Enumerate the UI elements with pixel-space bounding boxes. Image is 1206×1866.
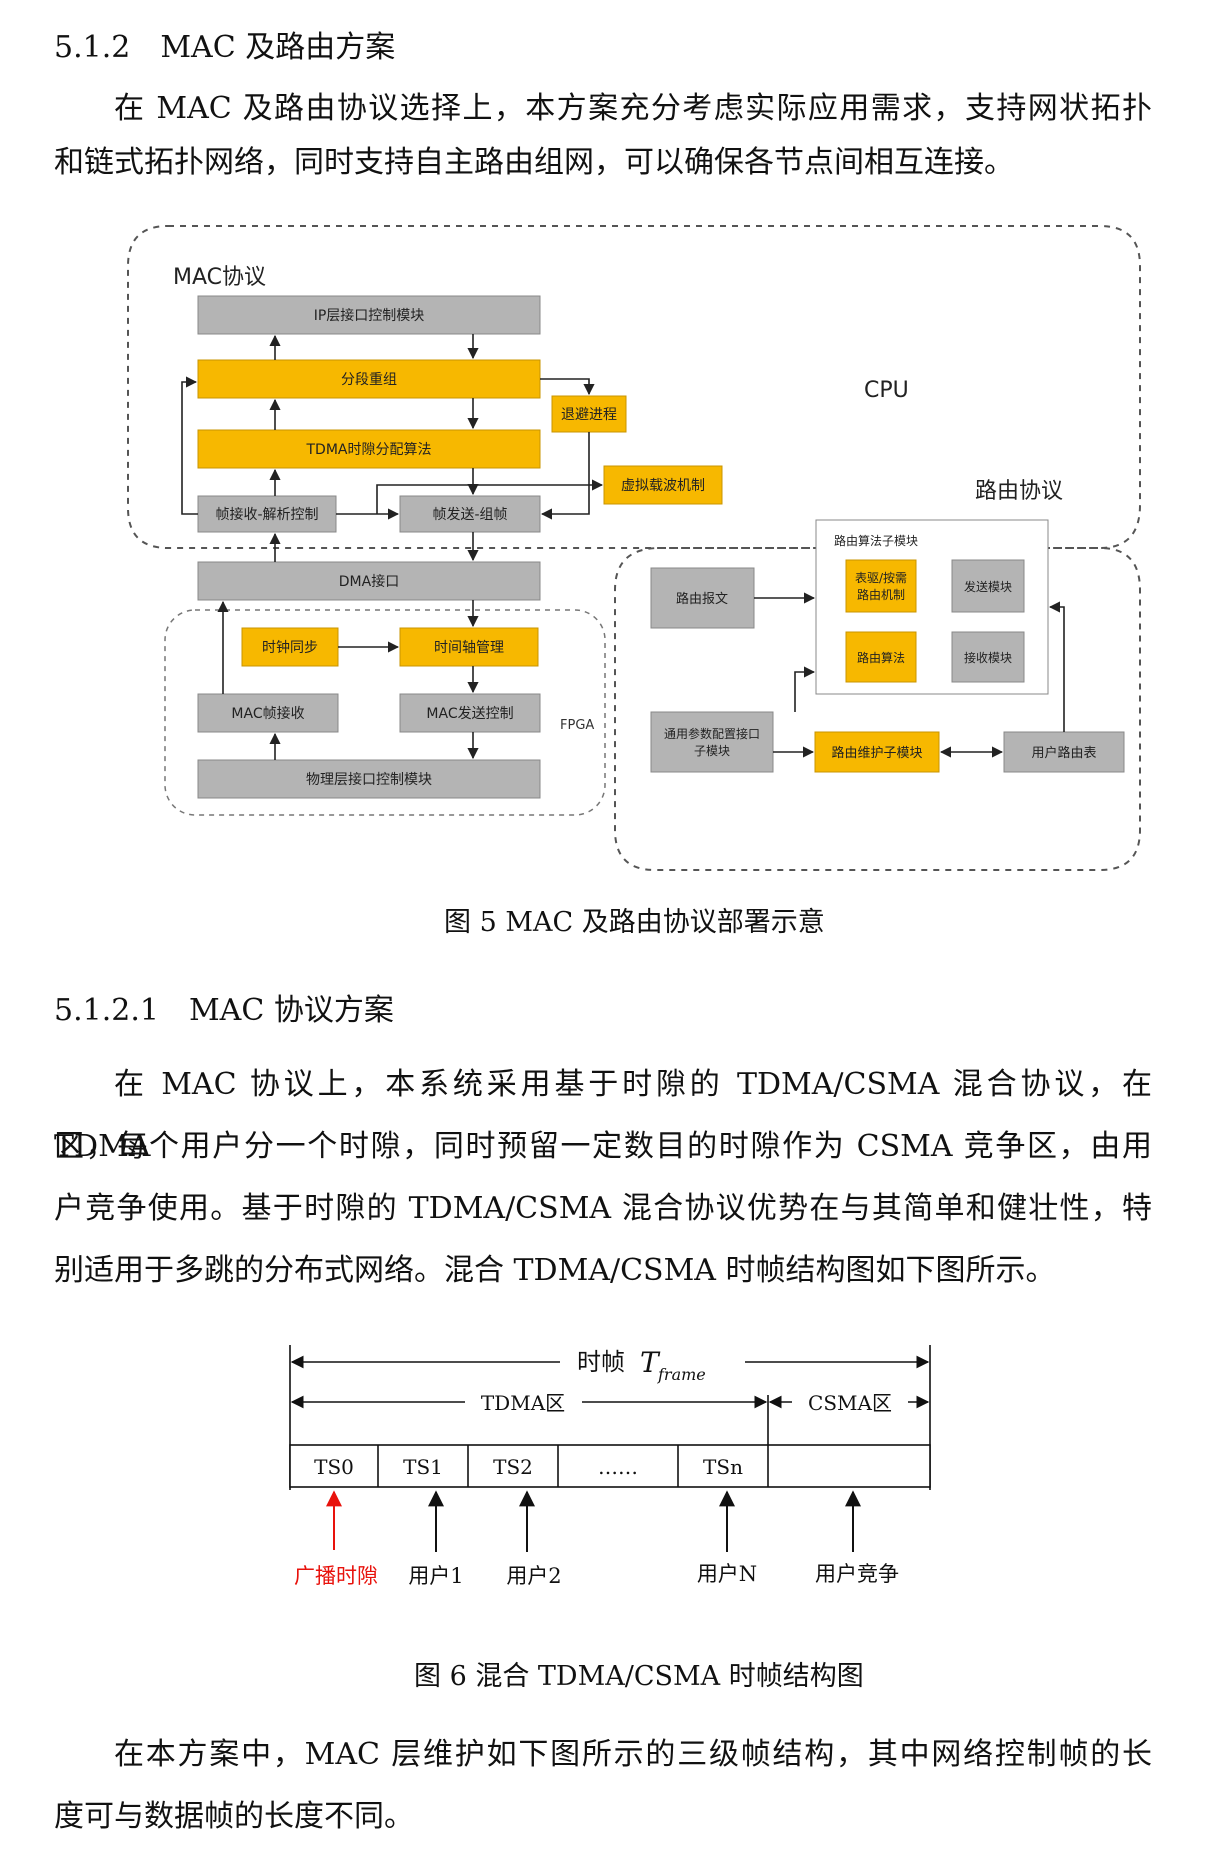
figure-6-diagram: 时帧 T frame TDMA区 CSMA区 TS0 TS1 TS2 …… TS… [289, 1345, 931, 1588]
svg-text:表驱/按需: 表驱/按需 [855, 571, 907, 585]
svg-text:路由算法子模块: 路由算法子模块 [834, 533, 918, 548]
clock-sync-box: 时钟同步 [241, 627, 339, 667]
svg-text:DMA接口: DMA接口 [339, 573, 399, 590]
tdma-zone-label: TDMA区 [481, 1391, 565, 1415]
slot-tsn: TSn [703, 1455, 743, 1479]
diagram-connectors [181, 334, 1065, 760]
mac-transmit-control-box: MAC发送控制 [399, 693, 541, 733]
routing-algorithm-box: 路由算法 [845, 631, 917, 683]
section-title: MAC 及路由方案 [160, 30, 396, 65]
svg-text:MAC帧接收: MAC帧接收 [231, 705, 304, 722]
para3-line-1: 在本方案中，MAC 层维护如下图所示的三级帧结构，其中网络控制帧的长 [114, 1737, 1152, 1772]
svg-text:帧接收-解析控制: 帧接收-解析控制 [215, 506, 318, 523]
table-ondemand-box: 表驱/按需 路由机制 [845, 559, 917, 613]
slot-ts2: TS2 [493, 1455, 533, 1479]
slot-ts0: TS0 [314, 1455, 354, 1479]
svg-text:路由维护子模块: 路由维护子模块 [831, 745, 922, 761]
ip-layer-box: IP层接口控制模块 [197, 295, 541, 335]
para2-line-3: 户竞争使用。基于时隙的 TDMA/CSMA 混合协议优势在与其简单和健壮性，特 [54, 1191, 1152, 1226]
user-contend-label: 用户竞争 [815, 1562, 899, 1586]
dma-interface-box: DMA接口 [197, 561, 541, 601]
svg-text:用户路由表: 用户路由表 [1031, 745, 1096, 761]
mac-label: MAC协议 [173, 265, 266, 290]
send-module-box: 发送模块 [951, 559, 1025, 613]
svg-text:退避进程: 退避进程 [561, 407, 617, 423]
routing-label: 路由协议 [975, 479, 1063, 504]
cpu-label: CPU [864, 378, 909, 403]
svg-text:接收模块: 接收模块 [964, 650, 1012, 665]
svg-text:帧发送-组帧: 帧发送-组帧 [432, 507, 507, 523]
intro-line-1: 在 MAC 及路由协议选择上，本方案充分考虑实际应用需求，支持网状拓扑 [114, 91, 1152, 126]
user-routing-table-box: 用户路由表 [1003, 731, 1125, 773]
section-heading: 5.1.2 MAC 及路由方案 [54, 22, 395, 66]
slot-ts1: TS1 [403, 1455, 443, 1479]
svg-text:路由算法: 路由算法 [857, 650, 905, 665]
broadcast-slot-label: 广播时隙 [294, 1564, 378, 1588]
backoff-process-box: 退避进程 [551, 395, 627, 433]
receive-module-box: 接收模块 [951, 631, 1025, 683]
routing-maintenance-box: 路由维护子模块 [814, 731, 940, 773]
figure-5-caption: 图 5 MAC 及路由协议部署示意 [444, 907, 825, 938]
virtual-carrier-box: 虚拟载波机制 [603, 465, 723, 505]
frame-symbol: T [640, 1346, 661, 1379]
svg-text:通用参数配置接口: 通用参数配置接口 [664, 726, 760, 741]
svg-text:TDMA时隙分配算法: TDMA时隙分配算法 [306, 442, 432, 458]
subsection-heading: 5.1.2.1 MAC 协议方案 [54, 985, 394, 1029]
figure-5-diagram: MAC协议 CPU 路由协议 FPGA IP层接口控制模块 分段重组 TDMA时… [127, 225, 1141, 871]
subsection-title: MAC 协议方案 [188, 993, 394, 1028]
user-arrows [326, 1490, 861, 1552]
cpu-region [127, 225, 1141, 550]
phy-interface-box: 物理层接口控制模块 [197, 759, 541, 799]
intro-line-2: 和链式拓扑网络，同时支持自主路由组网，可以确保各节点间相互连接。 [54, 145, 1014, 180]
subsection-number: 5.1.2.1 [54, 993, 159, 1028]
svg-text:发送模块: 发送模块 [964, 579, 1012, 594]
frame-transmit-build-box: 帧发送-组帧 [399, 495, 541, 533]
mac-frame-receive-box: MAC帧接收 [197, 693, 339, 733]
svg-text:路由机制: 路由机制 [857, 587, 905, 602]
frame-label: 时帧 [577, 1348, 625, 1376]
svg-text:路由报文: 路由报文 [676, 591, 728, 607]
para3-line-2: 度可与数据帧的长度不同。 [54, 1799, 414, 1834]
csma-zone-label: CSMA区 [808, 1391, 892, 1415]
span-arrows [290, 1355, 930, 1409]
param-config-box: 通用参数配置接口 子模块 [650, 711, 774, 773]
section-number: 5.1.2 [54, 30, 131, 65]
para2-line-2: 区，每个用户分一个时隙，同时预留一定数目的时隙作为 CSMA 竞争区，由用 [54, 1129, 1152, 1164]
svg-text:MAC发送控制: MAC发送控制 [426, 706, 513, 722]
frame-receive-parse-box: 帧接收-解析控制 [197, 495, 337, 533]
fpga-region [164, 609, 606, 816]
routing-message-box: 路由报文 [650, 567, 755, 629]
para2-line-1: 在 MAC 协议上，本系统采用基于时隙的 TDMA/CSMA 混合协议，在 TD… [54, 1067, 1152, 1164]
user1-label: 用户1 [408, 1564, 463, 1588]
timeline-mgmt-box: 时间轴管理 [399, 627, 539, 667]
userN-label: 用户N [697, 1562, 757, 1586]
routing-region [614, 547, 1141, 871]
fpga-label: FPGA [560, 718, 594, 733]
user2-label: 用户2 [506, 1564, 561, 1588]
svg-text:分段重组: 分段重组 [341, 372, 397, 388]
svg-text:IP层接口控制模块: IP层接口控制模块 [314, 307, 425, 324]
svg-text:时间轴管理: 时间轴管理 [434, 640, 504, 656]
frame-subscript: frame [657, 1365, 706, 1384]
svg-text:物理层接口控制模块: 物理层接口控制模块 [306, 771, 432, 788]
tdma-algorithm-box: TDMA时隙分配算法 [197, 429, 541, 469]
figure-6-caption: 图 6 混合 TDMA/CSMA 时帧结构图 [414, 1661, 864, 1692]
svg-text:虚拟载波机制: 虚拟载波机制 [621, 478, 705, 494]
slot-ellipsis: …… [598, 1455, 638, 1479]
para2-line-4: 别适用于多跳的分布式网络。混合 TDMA/CSMA 时帧结构图如下图所示。 [54, 1253, 1056, 1288]
segment-reassembly-box: 分段重组 [197, 359, 541, 399]
slot-row [289, 1444, 931, 1488]
svg-text:子模块: 子模块 [694, 744, 730, 758]
svg-text:时钟同步: 时钟同步 [262, 639, 318, 656]
